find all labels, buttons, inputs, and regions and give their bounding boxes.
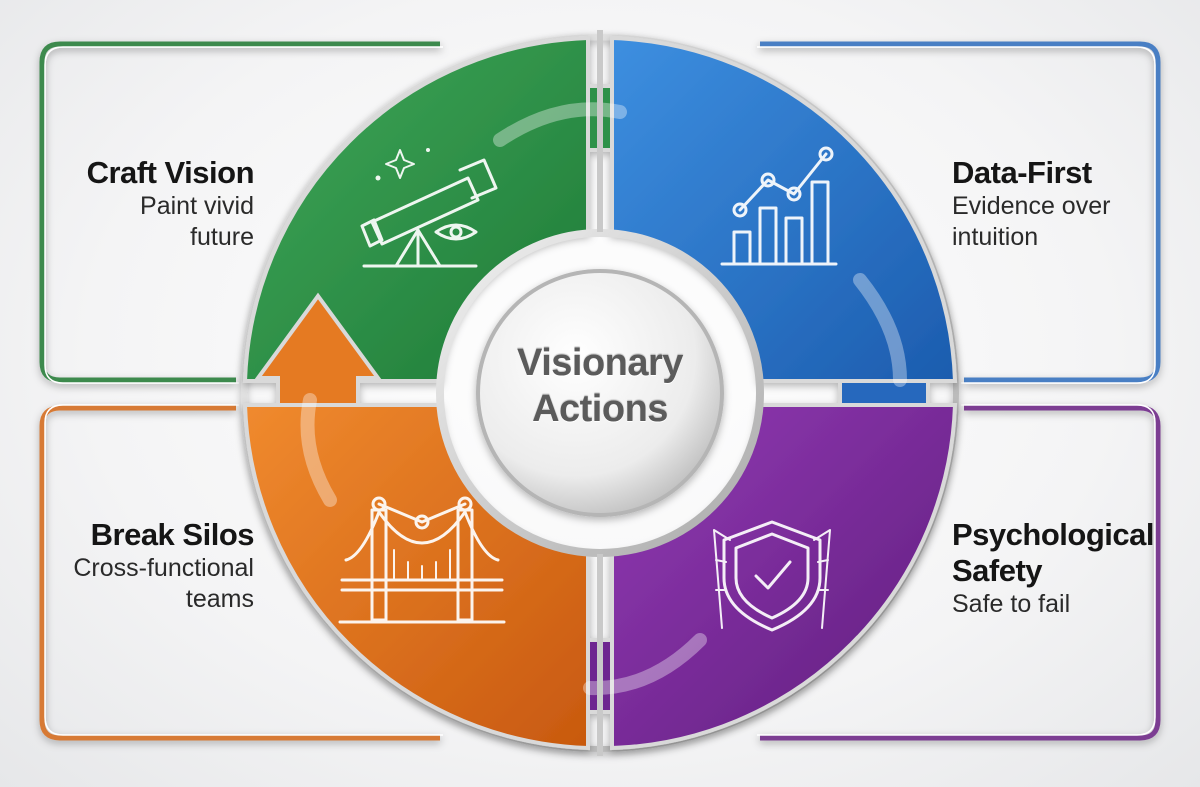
card-subtitle-line: Evidence over — [952, 192, 1111, 220]
arrow-silos-to-craft — [254, 292, 382, 407]
card-data-first: Data-First Evidence over intuition — [952, 155, 1182, 253]
center-label-line: Actions — [532, 388, 668, 430]
card-title: Psychological — [952, 517, 1154, 552]
card-subtitle-line: Paint vivid — [140, 192, 254, 220]
card-frame-silos — [39, 404, 443, 741]
inner-ring — [436, 229, 764, 557]
card-subtitle-line: intuition — [952, 223, 1039, 251]
card-title: Safety — [952, 553, 1043, 588]
card-title: Craft Vision — [86, 155, 255, 190]
shield-check-icon — [713, 520, 831, 632]
card-subtitle-line: Cross-functional — [73, 554, 254, 582]
card-craft-vision: Craft Vision Paint vivid future — [24, 155, 255, 253]
card-title: Break Silos — [90, 517, 255, 552]
bar-chart-icon — [720, 146, 838, 266]
card-frame-psych — [757, 404, 1161, 741]
center-button — [476, 269, 724, 517]
telescope-icon — [360, 148, 498, 268]
motion-swooshes — [300, 102, 907, 696]
card-title: Data-First — [952, 155, 1092, 190]
card-psychological-safety: Psychological Safety Safe to fail — [952, 517, 1182, 620]
bridge-icon — [338, 496, 506, 624]
card-break-silos: Break Silos Cross-functional teams — [24, 517, 254, 615]
card-subtitle-line: Safe to fail — [952, 590, 1071, 618]
card-frame-data — [757, 41, 1161, 384]
card-subtitle-line: future — [190, 223, 254, 251]
card-subtitle-line: teams — [185, 585, 254, 613]
center-label: Visionary Actions — [470, 340, 730, 432]
center-label-line: Visionary — [517, 342, 683, 384]
card-frame-craft — [39, 41, 443, 384]
